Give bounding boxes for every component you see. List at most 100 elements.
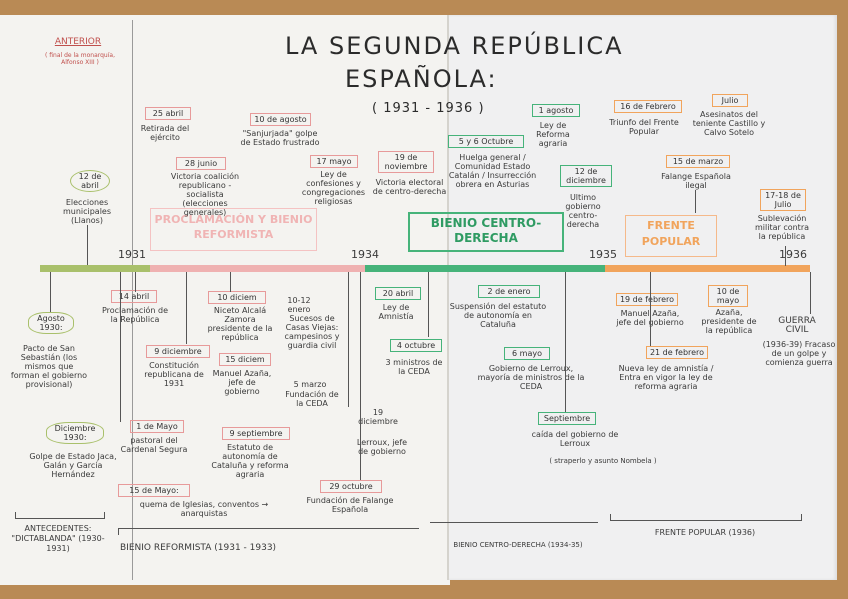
event-text: Triunfo del Frente Popular bbox=[609, 118, 679, 136]
event-text: Golpe de Estado Jaca, Galán y García Her… bbox=[29, 452, 117, 479]
connector bbox=[650, 272, 651, 346]
connector bbox=[695, 190, 696, 213]
page-fold bbox=[447, 15, 449, 580]
event-date: 15 de marzo bbox=[666, 155, 730, 168]
period-centro: BIENIO CENTRO-DERECHA bbox=[408, 212, 564, 252]
footer-frente: FRENTE POPULAR (1936) bbox=[654, 528, 756, 537]
event-text: Huelga general / Comunidad Estado Catalá… bbox=[448, 153, 537, 189]
event-date: 9 diciembre bbox=[146, 345, 210, 358]
event-date: 10 de agosto bbox=[250, 113, 311, 126]
event-date: 12 de diciembre bbox=[560, 165, 612, 187]
event-text: Victoria coalición republicano - sociali… bbox=[170, 172, 240, 217]
footer-centro: BIENIO CENTRO-DERECHA (1934-35) bbox=[453, 541, 583, 549]
period-frente: FRENTE POPULAR bbox=[625, 215, 717, 257]
event-date: 15 diciem bbox=[219, 353, 271, 366]
event-text: Fundación de Falange Española bbox=[306, 496, 394, 514]
event-date: Septiembre bbox=[538, 412, 596, 425]
event-date: 5 y 6 Octubre bbox=[448, 135, 524, 148]
event-date: 6 mayo bbox=[504, 347, 550, 360]
connector bbox=[810, 272, 811, 314]
event-date: 21 de febrero bbox=[646, 346, 708, 359]
year-1934: 1934 bbox=[351, 248, 379, 261]
event-date: 17-18 de Julio bbox=[760, 189, 806, 211]
event-text: Proclamación de la República bbox=[101, 306, 169, 324]
event-date: 25 abril bbox=[145, 107, 191, 120]
event-date: Agosto 1930: bbox=[28, 312, 74, 334]
event-date: 19 diciembre bbox=[358, 408, 398, 426]
event-text: Ley de Reforma agraria bbox=[536, 121, 570, 148]
event-text: Suspensión del estatuto de autonomía en … bbox=[449, 302, 547, 329]
event-note: ( straperlo y asunto Nombela ) bbox=[549, 457, 657, 465]
event-date: 4 octubre bbox=[390, 339, 442, 352]
event-date: GUERRA CIVIL bbox=[778, 316, 816, 335]
event-date: 17 mayo bbox=[310, 155, 358, 168]
footer-antecedentes: ANTECEDENTES: "DICTABLANDA" (1930-1931) bbox=[11, 524, 105, 553]
timeline-frente bbox=[605, 265, 810, 272]
event-text: Fundación de la CEDA bbox=[285, 390, 339, 408]
margin-line bbox=[132, 20, 133, 580]
event-date: 10 de mayo bbox=[708, 285, 748, 307]
event-date: 12 de abril bbox=[70, 170, 110, 192]
year-1936: 1936 bbox=[779, 248, 807, 261]
connector bbox=[120, 272, 121, 422]
event-date: 9 septiembre bbox=[222, 427, 290, 440]
event-text: Retirada del ejército bbox=[140, 124, 190, 142]
footer-bracket-frente bbox=[610, 514, 802, 521]
event-date: Diciembre 1930: bbox=[46, 422, 104, 444]
event-text: Gobierno de Lerroux, mayoría de ministro… bbox=[477, 364, 585, 391]
event-text: Ley de confesiones y congregaciones reli… bbox=[301, 170, 366, 206]
page-title-range: ( 1931 - 1936 ) bbox=[372, 101, 485, 116]
event-date: Julio bbox=[712, 94, 748, 107]
connector bbox=[428, 272, 429, 337]
event-date: 28 junio bbox=[176, 157, 226, 170]
event-text: Falange Española ilegal bbox=[661, 172, 731, 190]
event-text: Victoria electoral de centro-derecha bbox=[372, 178, 447, 196]
connector bbox=[785, 246, 786, 266]
event-text: "Sanjurjada" golpe de Estado frustrado bbox=[240, 129, 320, 147]
page-title-line1: LA SEGUNDA REPÚBLICA bbox=[285, 32, 624, 60]
connector bbox=[186, 272, 187, 344]
footer-bracket-centro bbox=[430, 522, 598, 529]
event-text: Pacto de San Sebastián (los mismos que f… bbox=[10, 344, 88, 389]
event-text: Azaña, presidente de la república bbox=[701, 308, 757, 335]
event-text: Manuel Azaña, jefe de gobierno bbox=[212, 369, 272, 396]
period-reformista: PROCLAMACIÓN Y BIENIO REFORMISTA bbox=[150, 208, 317, 251]
event-date: 14 abril bbox=[111, 290, 157, 303]
connector bbox=[230, 272, 231, 292]
anterior-sub: ( final de la monarquía, Alfonso XIII ) bbox=[45, 52, 115, 66]
event-date: 5 marzo bbox=[293, 380, 327, 389]
connector bbox=[87, 225, 88, 265]
footer-bracket-antecedentes bbox=[15, 512, 105, 519]
event-date: 1 de Mayo bbox=[130, 420, 184, 433]
timeline-centro bbox=[365, 265, 605, 272]
page-title-line2: ESPAÑOLA: bbox=[345, 65, 498, 93]
event-date: 20 abril bbox=[375, 287, 421, 300]
event-text: Constitución republicana de 1931 bbox=[144, 361, 204, 388]
connector bbox=[348, 272, 349, 407]
event-text: Sublevación militar contra la república bbox=[754, 214, 810, 241]
event-date: 29 octubre bbox=[320, 480, 382, 493]
event-text: Sucesos de Casas Viejas: campesinos y gu… bbox=[284, 314, 340, 350]
event-text: Ley de Amnistía bbox=[378, 303, 414, 321]
event-date: 10-12 enero bbox=[287, 296, 311, 314]
connector bbox=[50, 272, 51, 312]
event-text: Elecciones municipales (Llanos) bbox=[62, 198, 112, 225]
event-date: 16 de Febrero bbox=[614, 100, 682, 113]
event-text: Ultimo gobierno centro-derecha bbox=[565, 193, 601, 229]
connector bbox=[360, 272, 361, 480]
anterior-label: ANTERIOR bbox=[54, 37, 102, 47]
event-text: quema de Iglesias, conventos → anarquist… bbox=[139, 500, 269, 518]
event-text: Niceto Alcalá Zamora presidente de la re… bbox=[207, 306, 273, 342]
event-text: Nueva ley de amnistía / Entra en vigor l… bbox=[618, 364, 714, 391]
event-text: (1936-39) Fracaso de un golpe y comienza… bbox=[762, 340, 836, 367]
footer-reformista: BIENIO REFORMISTA (1931 - 1933) bbox=[120, 543, 277, 553]
event-date: 15 de Mayo: bbox=[118, 484, 190, 497]
event-date: 10 diciem bbox=[208, 291, 266, 304]
event-text: 3 ministros de la CEDA bbox=[385, 358, 443, 376]
connector bbox=[135, 272, 136, 292]
event-date: 2 de enero bbox=[478, 285, 540, 298]
footer-bracket-reformista bbox=[118, 528, 419, 535]
event-text: Lerroux, jefe de gobierno bbox=[356, 438, 408, 456]
event-text: Asesinatos del teniente Castillo y Calvo… bbox=[692, 110, 766, 137]
year-1935: 1935 bbox=[589, 248, 617, 261]
